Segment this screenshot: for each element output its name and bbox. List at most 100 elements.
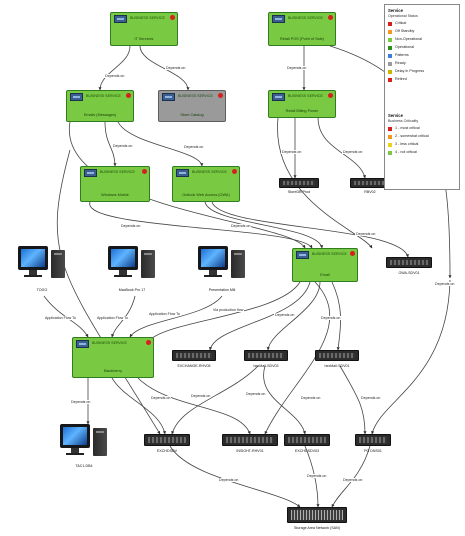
server-label: RBV02 bbox=[364, 190, 376, 194]
server-label: INSIGHT-RHV01 bbox=[236, 449, 264, 453]
legend-swatch-icon bbox=[388, 127, 392, 131]
san-storage[interactable] bbox=[287, 507, 347, 523]
service-windows-mobile[interactable]: BUSINESS SERVICE Windows Mobile bbox=[80, 166, 150, 202]
service-header: BUSINESS SERVICE bbox=[100, 170, 135, 174]
edge-it-store bbox=[139, 45, 190, 91]
service-name: Retail Billing Power bbox=[285, 109, 319, 113]
server-storedb-prod[interactable] bbox=[279, 178, 319, 188]
service-icon bbox=[114, 15, 127, 23]
edge-label: Depends on bbox=[150, 396, 172, 400]
edge-label: Depends on bbox=[245, 392, 267, 396]
service-blackberry[interactable]: BUSINESS SERVICE Blackberry bbox=[72, 337, 154, 378]
edge-exchd2-san bbox=[304, 445, 320, 508]
edge-bb-insight bbox=[137, 377, 251, 435]
server-label: hexMail-SDV01 bbox=[324, 364, 350, 368]
server-label: EXCHDSDV bbox=[157, 449, 177, 453]
service-name: Emails (Messages) bbox=[83, 113, 117, 117]
legend-swatch-icon bbox=[388, 46, 392, 50]
status-dot-icon bbox=[142, 169, 147, 174]
edge-label: Depends on bbox=[70, 400, 92, 404]
edge-label: Depends on bbox=[104, 74, 126, 78]
server-exchange-rhv[interactable] bbox=[172, 350, 216, 361]
computer-label: Presentation Mill bbox=[208, 288, 236, 292]
edge-label: Depends on bbox=[281, 150, 303, 154]
computer-icon[interactable] bbox=[198, 246, 246, 280]
legend-item-label: Non-Operational bbox=[395, 37, 423, 41]
service-header: BUSINESS SERVICE bbox=[192, 170, 227, 174]
service-name: Windows Mobile bbox=[101, 193, 129, 197]
edge-owa-email bbox=[204, 201, 324, 249]
status-dot-icon bbox=[350, 251, 355, 256]
service-name: Blackberry bbox=[104, 369, 122, 373]
service-store-catalog[interactable]: BUSINESS SERVICE Store Catalog bbox=[158, 90, 226, 122]
edge-it-emails bbox=[98, 45, 131, 91]
server-pg[interactable] bbox=[355, 434, 391, 446]
edge-label: Depends on bbox=[274, 313, 296, 317]
edge-emails-winmobile bbox=[104, 121, 117, 167]
edge-label: Via production flow bbox=[212, 308, 245, 312]
service-emails-messages[interactable]: BUSINESS SERVICE Emails (Messages) bbox=[66, 90, 134, 122]
server-mail-b[interactable] bbox=[315, 350, 359, 361]
edge-label: Depends on bbox=[300, 396, 322, 400]
legend-subtitle: Business Criticality bbox=[388, 119, 419, 123]
edge-owa-owadev bbox=[211, 201, 409, 258]
edge-label: Depends on bbox=[306, 474, 328, 478]
service-header: BUSINESS SERVICE bbox=[130, 16, 165, 20]
edge-email-exchrhv bbox=[208, 281, 311, 351]
edge-label: Depends on bbox=[355, 232, 377, 236]
legend-swatch-icon bbox=[388, 54, 392, 58]
edge-label: Depends on bbox=[190, 394, 212, 398]
status-dot-icon bbox=[126, 93, 131, 98]
legend-swatch-icon bbox=[388, 22, 392, 26]
service-it-services[interactable]: BUSINESS SERVICE IT Services bbox=[110, 12, 178, 46]
legend-swatch-icon bbox=[388, 38, 392, 42]
legend-item-label: 3 - less critical bbox=[395, 142, 419, 146]
service-icon bbox=[296, 251, 309, 259]
edge-label: Depends on bbox=[360, 396, 382, 400]
service-name: Retail POS (Point of Sale) bbox=[280, 37, 324, 41]
computer-icon[interactable] bbox=[60, 424, 108, 458]
server-insight[interactable] bbox=[222, 434, 278, 446]
legend-title: Service bbox=[388, 113, 403, 118]
server-owa[interactable] bbox=[386, 257, 432, 268]
computer-icon[interactable] bbox=[18, 246, 66, 280]
edge-emails-email bbox=[69, 121, 306, 249]
edge-label: Depends on bbox=[342, 478, 364, 482]
server-label: EXCHDSDV03 bbox=[295, 449, 319, 453]
service-name: Email bbox=[320, 273, 330, 277]
service-outlook-web-access[interactable]: BUSINESS SERVICE Outlook Web Access (OWA… bbox=[172, 166, 240, 202]
server-mail-a[interactable] bbox=[244, 350, 288, 361]
service-retail-billing[interactable]: BUSINESS SERVICE Retail Billing Power bbox=[268, 90, 336, 118]
legend-swatch-icon bbox=[388, 151, 392, 155]
edge-email-bb bbox=[149, 281, 301, 341]
service-email[interactable]: BUSINESS SERVICE Email bbox=[292, 248, 358, 282]
edge-far-pg bbox=[371, 279, 451, 435]
server-label: OWA-SDV01 bbox=[398, 271, 420, 275]
status-dot-icon bbox=[218, 93, 223, 98]
service-name: Outlook Web Access (OWA) bbox=[182, 193, 230, 197]
server-exchd1[interactable] bbox=[144, 434, 190, 446]
service-icon bbox=[162, 93, 175, 101]
edge-emails-owa bbox=[117, 121, 204, 167]
edge-billing-dev2 bbox=[317, 117, 366, 179]
status-dot-icon bbox=[232, 169, 237, 174]
legend-item-label: Delay in Progress bbox=[395, 69, 425, 73]
computer-icon[interactable] bbox=[108, 246, 156, 280]
service-icon bbox=[272, 93, 285, 101]
service-header: BUSINESS SERVICE bbox=[178, 94, 213, 98]
service-header: BUSINESS SERVICE bbox=[288, 94, 323, 98]
edge-label: Application Flow To bbox=[148, 312, 181, 316]
server-label: EXCHANGE-RHV05 bbox=[177, 364, 211, 368]
edge-label: Depends on bbox=[183, 145, 205, 149]
edge-pg-san bbox=[331, 445, 371, 508]
edge-pc3-bb bbox=[129, 295, 223, 338]
legend-item-label: Patterns bbox=[395, 53, 409, 57]
edge-label: Depends on bbox=[218, 478, 240, 482]
legend-item-label: Critical bbox=[395, 21, 407, 25]
service-retail-pos[interactable]: BUSINESS SERVICE Retail POS (Point of Sa… bbox=[268, 12, 336, 46]
computer-label: MacBook Pro 17 bbox=[118, 288, 146, 292]
server-exchd2[interactable] bbox=[284, 434, 330, 446]
edge-label: Depends on bbox=[120, 224, 142, 228]
